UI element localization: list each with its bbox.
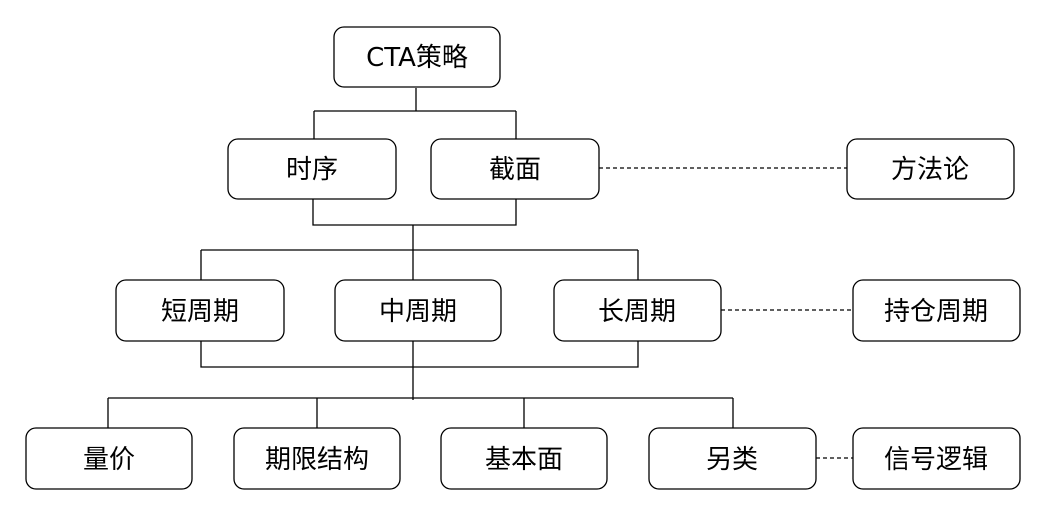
node-root-label: CTA策略 <box>366 43 468 73</box>
node-time-series-label: 时序 <box>286 155 338 185</box>
node-alternative-label: 另类 <box>706 445 758 475</box>
tree-connectors <box>107 88 734 428</box>
node-cross-section-label: 截面 <box>489 155 541 185</box>
node-holding-period-label: 持仓周期 <box>884 297 988 327</box>
node-price-volume: 量价 <box>25 427 193 490</box>
node-time-series: 时序 <box>227 138 397 200</box>
node-methodology: 方法论 <box>846 138 1015 200</box>
node-methodology-label: 方法论 <box>891 155 969 185</box>
node-holding-period: 持仓周期 <box>852 279 1021 342</box>
node-term-structure: 期限结构 <box>233 427 401 490</box>
connector-level2-to-level3 <box>107 341 734 428</box>
node-cross-section: 截面 <box>430 138 600 200</box>
node-alternative: 另类 <box>648 427 817 490</box>
node-term-structure-label: 期限结构 <box>265 445 369 475</box>
node-price-volume-label: 量价 <box>83 445 135 475</box>
connector-root-to-level1 <box>313 88 517 139</box>
node-mid-period: 中周期 <box>334 279 502 342</box>
node-mid-period-label: 中周期 <box>379 297 457 327</box>
node-long-period: 长周期 <box>553 279 722 342</box>
node-short-period: 短周期 <box>115 279 285 342</box>
node-root: CTA策略 <box>333 26 501 88</box>
node-signal-logic: 信号逻辑 <box>852 427 1021 490</box>
node-long-period-label: 长周期 <box>598 297 676 327</box>
node-fundamentals: 基本面 <box>440 427 608 490</box>
node-fundamentals-label: 基本面 <box>485 445 563 475</box>
node-signal-logic-label: 信号逻辑 <box>884 445 988 475</box>
side-connectors <box>599 167 853 459</box>
connector-level1-to-level2 <box>200 199 639 280</box>
node-short-period-label: 短周期 <box>161 297 239 327</box>
